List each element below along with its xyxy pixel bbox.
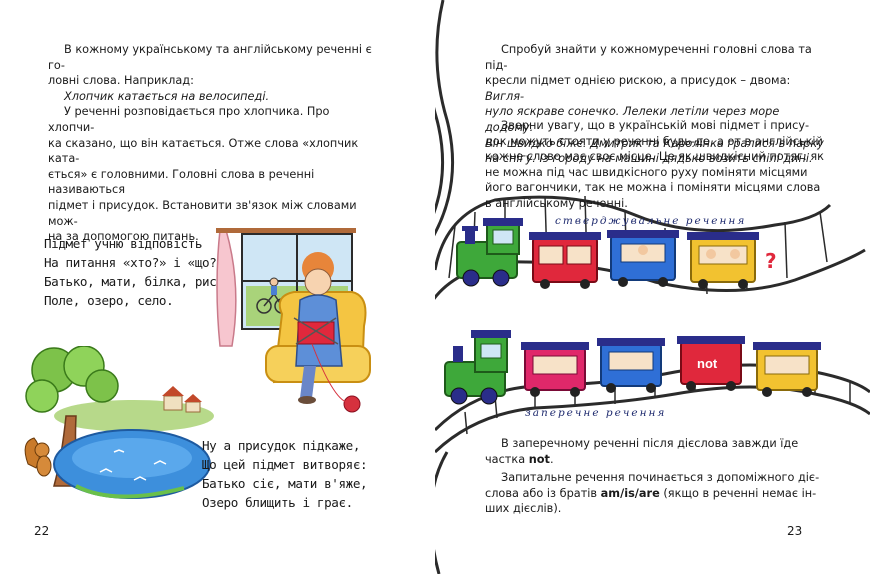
not-keyword: not: [528, 452, 550, 466]
question-line-end: (якщо в реченні немає ін-: [659, 486, 817, 500]
negative-line: частка not.: [485, 452, 825, 468]
grandmother-knitting-icon: [216, 228, 371, 413]
page-number: 22: [34, 524, 50, 538]
instruction-line-tail: Вигля-: [485, 89, 525, 103]
train-car-blue: [607, 230, 679, 287]
instruction-line: Спробуй знайти у кожномуреченні головні …: [485, 43, 812, 72]
am-is-are-keyword: am/is/are: [600, 486, 660, 500]
body-line: ка сказано, що він катається. Отже слова…: [48, 136, 359, 166]
instruction-line: кресли підмет однією рискою, а присудок …: [485, 73, 825, 104]
intro-line: В кожному українському та англійському р…: [48, 43, 372, 72]
question-line: Запитальне речення починається з допоміж…: [485, 470, 825, 486]
poem-subject: Підмет учню відповість На питання «хто?»…: [44, 234, 231, 310]
question-line: слова або із братів am/is/are (якщо в ре…: [485, 486, 825, 502]
poem-line: Батько, мати, білка, рись,: [44, 274, 231, 289]
negative-train-icon: заперечне речення not: [444, 330, 821, 418]
poem-line: Озеро блищить і грає.: [202, 495, 353, 510]
instruction-line: на снігу. Із городу на машині дядько воз…: [485, 152, 813, 166]
not-word: not: [697, 356, 718, 371]
poem-line: Що цей підмет витворяє:: [202, 457, 368, 472]
train-engine: [456, 218, 523, 287]
example-sentence: Хлопчик катається на велосипеді.: [64, 89, 270, 103]
note-line: Зверни увагу, що в українській мові підм…: [501, 119, 810, 132]
train-engine: [444, 330, 511, 405]
negative-paragraph: В заперечному реченні після дієслова зав…: [485, 436, 825, 467]
poem-line: Ну а присудок підкаже,: [202, 438, 361, 453]
train-car-yellow: [753, 342, 821, 397]
instruction-line-text: кресли підмет однією рискою, а присудок …: [485, 74, 791, 88]
poem-line: Підмет учню відповість: [44, 236, 203, 251]
negative-train-label: заперечне речення: [525, 407, 666, 418]
question-mark-sign: ?: [765, 249, 777, 273]
question-line-text: слова або із братів: [485, 486, 601, 500]
instruction-line: нуло яскраве сонечко. Лелеки летіли чере…: [485, 105, 780, 134]
note-line: його вагончики, так не можна і поміняти …: [485, 181, 821, 195]
note-line: док можуть стояти у реченні будь-де, а о…: [485, 134, 823, 148]
poem-line: Батько сіє, мати в'яже,: [202, 476, 368, 491]
note-line: в англійському реченні.: [485, 196, 628, 210]
page-number: 23: [787, 524, 803, 538]
train-car-red-not: not: [677, 336, 745, 391]
poem-line: На питання «хто?» і «що?»: [44, 255, 224, 270]
note-line: не можна під час швидкісного руху поміня…: [485, 165, 808, 179]
intro-line: ловні слова. Наприклад:: [48, 74, 194, 88]
question-line-text: Запитальне речення починається з допоміж…: [501, 471, 820, 484]
negative-line-text: частка: [485, 452, 529, 466]
negative-line-end: .: [549, 452, 554, 466]
note-line: кожне слово має своє місце. Це як швидкі…: [485, 150, 824, 164]
train-car-red: [529, 232, 601, 289]
body-line: ється» є головними. Головні слова в рече…: [48, 167, 315, 197]
negative-line-text: В заперечному реченні після дієслова зав…: [501, 437, 799, 450]
train-car-blue: [597, 338, 665, 393]
instruction-paragraph: Спробуй знайти у кожномуреченні головні …: [485, 42, 825, 167]
instruction-line: Він швидко біжє. Дмитрик та Каролінка гр…: [485, 136, 824, 150]
body-line: підмет і присудок. Встановити зв'язок мі…: [48, 198, 357, 228]
affirmative-train-icon: стверджувальне речення: [456, 215, 777, 289]
intro-paragraph: В кожному українському та англійському р…: [48, 42, 378, 245]
poem-predicate: Ну а присудок підкаже, Що цей підмет вит…: [202, 436, 368, 512]
poem-line: Поле, озеро, село.: [44, 293, 174, 308]
negative-line: В заперечному реченні після дієслова зав…: [485, 436, 825, 452]
note-paragraph: Зверни увагу, що в українській мові підм…: [485, 118, 825, 212]
train-car-yellow: [687, 232, 759, 289]
affirmative-train-label: стверджувальне речення: [555, 215, 746, 227]
question-line-text: ших дієслів).: [485, 502, 562, 516]
question-paragraph: Запитальне речення починається з допоміж…: [485, 470, 825, 517]
left-page: В кожному українському та англійському р…: [24, 42, 378, 538]
squirrel-lake-landscape-icon: [24, 346, 214, 499]
right-page: Спробуй знайти у кожномуреченні головні …: [435, 0, 870, 574]
body-line: на за допомогою питань.: [48, 230, 199, 244]
question-line: ших дієслів).: [485, 501, 825, 517]
train-car-pink: [521, 342, 589, 397]
body-line: У реченні розповідається про хлопчика. П…: [48, 105, 330, 134]
